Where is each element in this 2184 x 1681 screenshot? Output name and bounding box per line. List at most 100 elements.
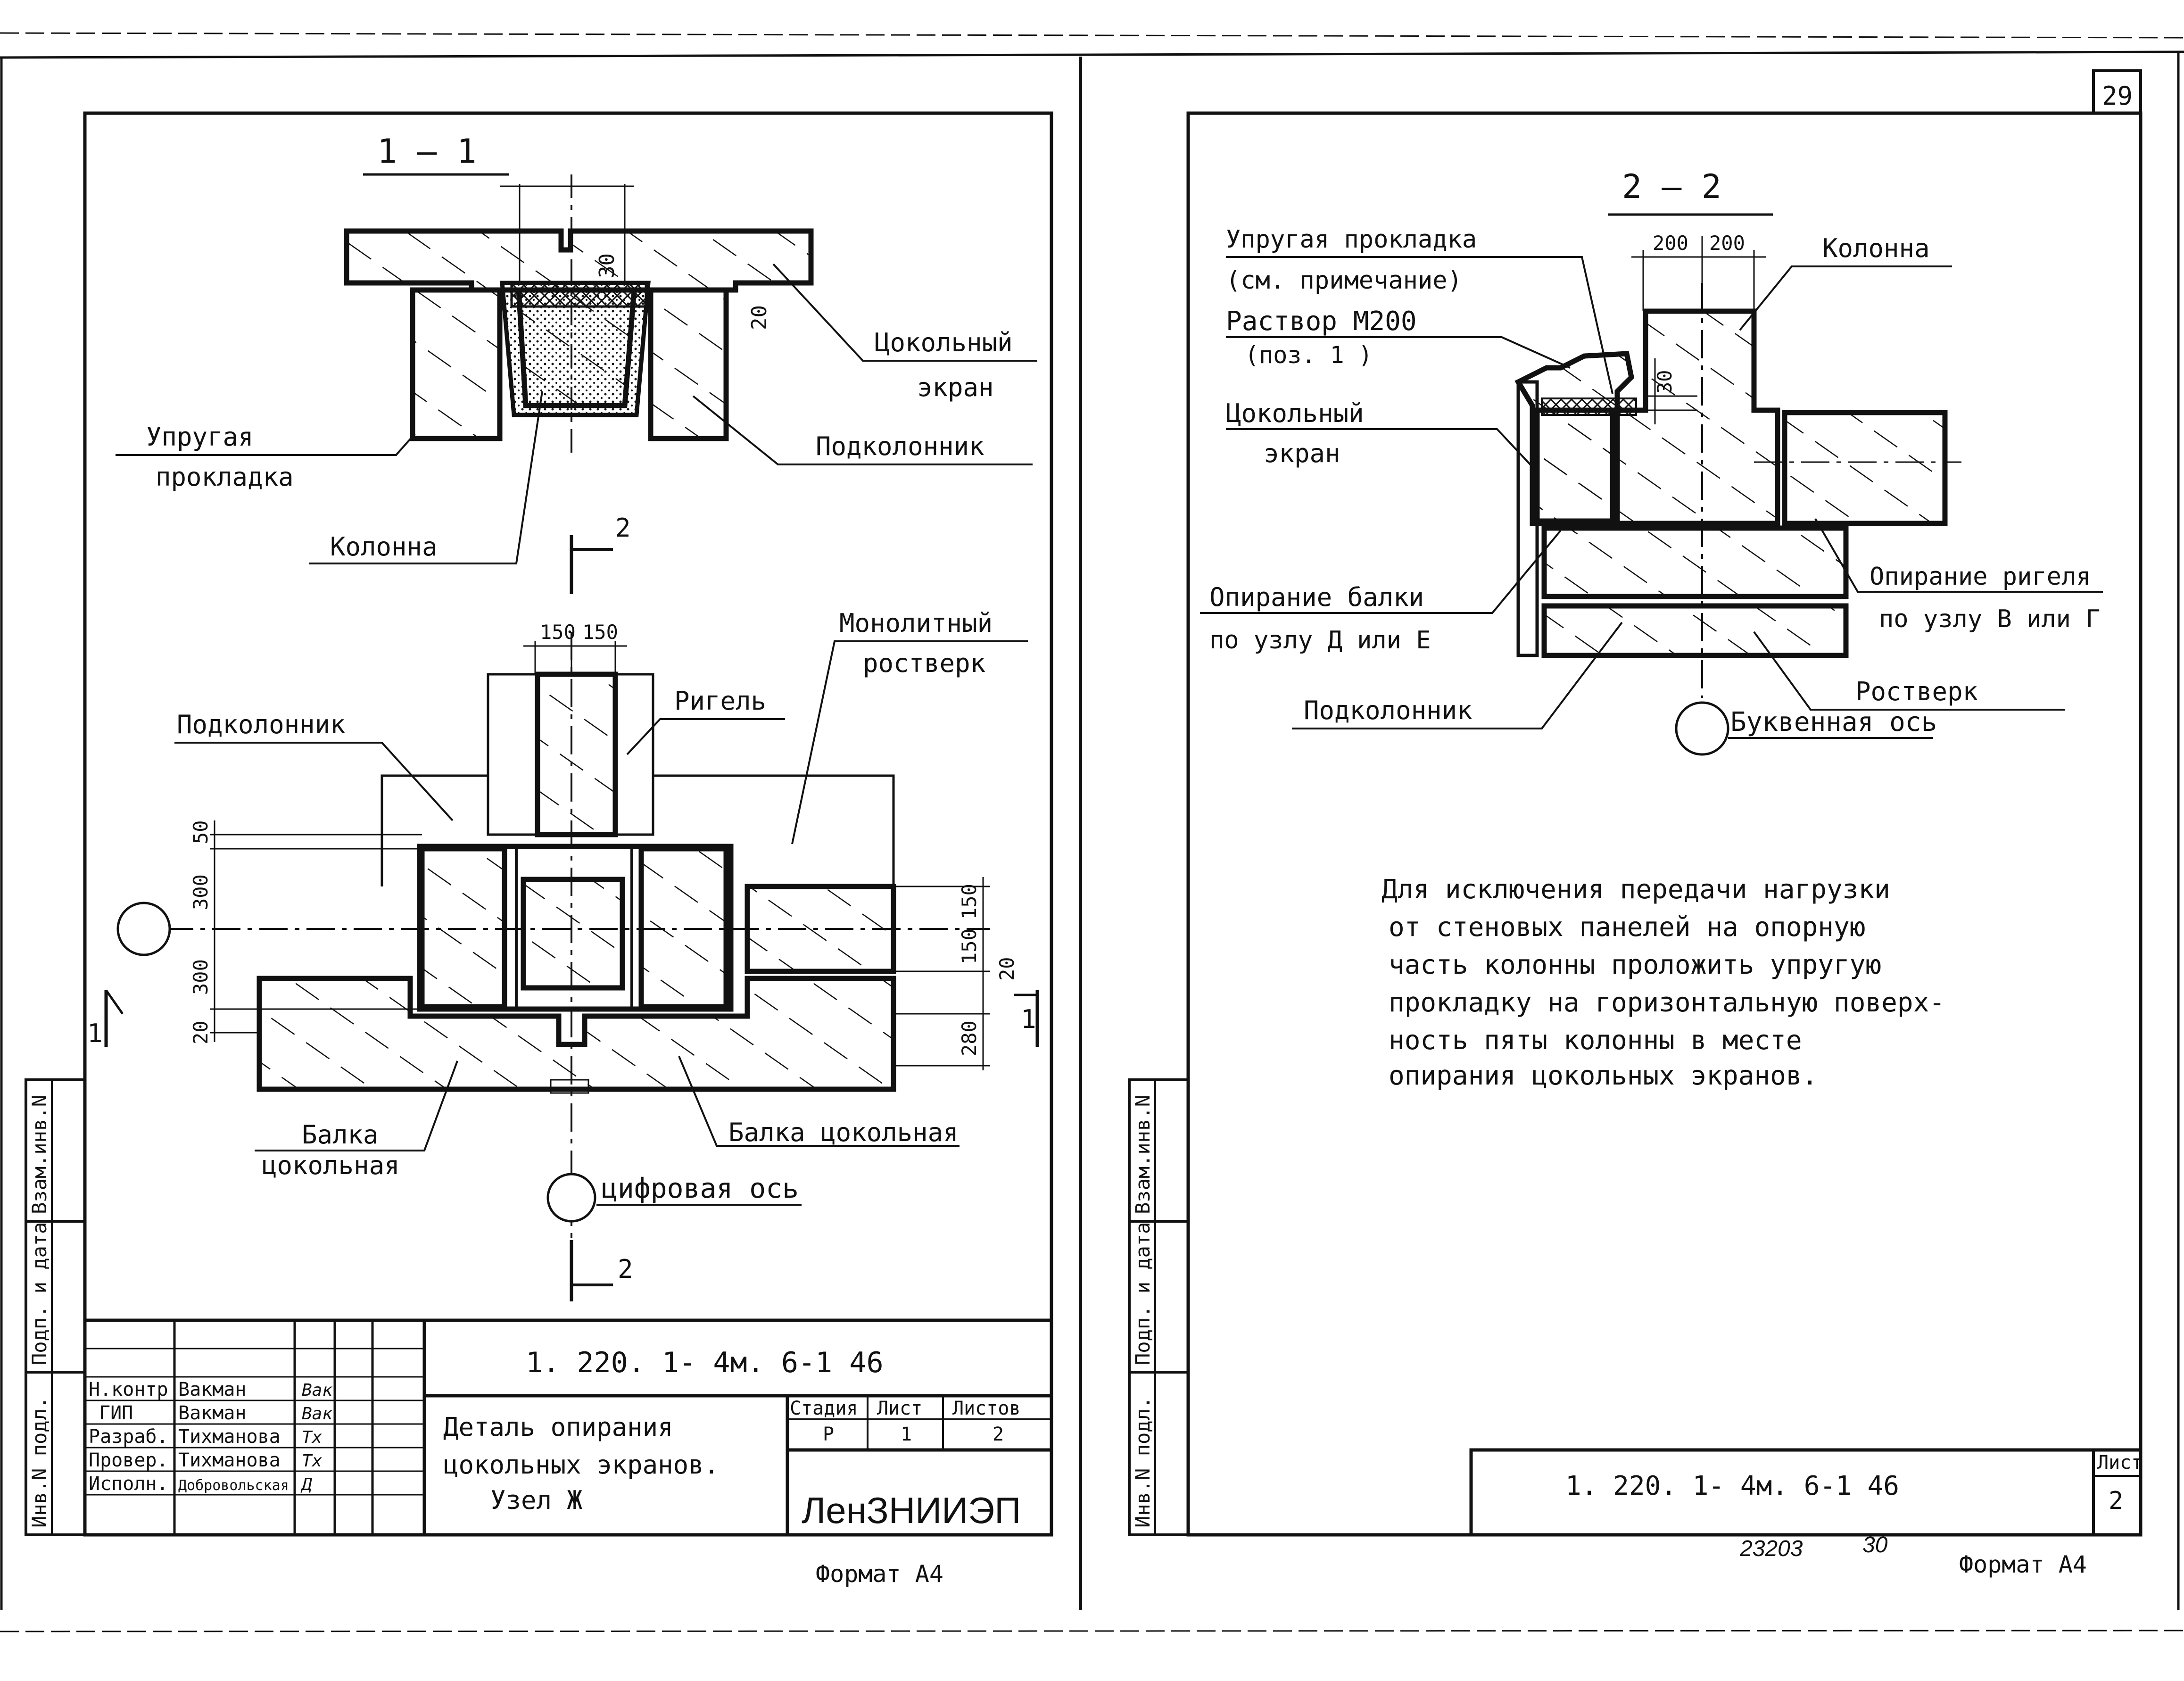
note-line-2: от стеновых панелей на опорную <box>1389 912 1865 943</box>
plan-dim-300b: 300 <box>189 959 212 995</box>
r-label-axis-letter: Буквенная ось <box>1730 707 1937 737</box>
label-rostverk-2: ростверк <box>863 648 985 678</box>
label-prokladka-2: прокладка <box>156 462 294 492</box>
note-line-5: ность пяты колонны в месте <box>1389 1025 1802 1056</box>
page-number-box <box>2092 69 2142 115</box>
sheet-top-line <box>0 50 2184 59</box>
cut-2-bottom: 2 <box>618 1254 633 1284</box>
left-stamp-podp: Подп. и дата <box>28 1222 51 1365</box>
section-2-dim-30: 30 <box>1653 370 1676 394</box>
plan-dim-50: 50 <box>189 820 212 844</box>
right-sheet: 29 Инв.N подл. Подп. и дата Взам.инв.N 2… <box>1128 69 2143 1578</box>
tb-name-0: Вакман <box>178 1379 247 1400</box>
tb-val-sheet: 1 <box>901 1424 912 1445</box>
r-label-oporanie-balki-1: Опирание балки <box>1209 582 1424 612</box>
note-line-1: Для исключения передачи нагрузки <box>1382 874 1890 905</box>
plan-dim-r280: 280 <box>958 1020 981 1056</box>
cut-1-left: 1 <box>87 1019 103 1048</box>
label-rostverk-1: Монолитный <box>839 608 993 638</box>
r-label-ekran-1: Цокольный <box>1226 398 1364 428</box>
plan-dim-r150a: 150 <box>958 884 981 919</box>
note-line-4: прокладку на горизонтальную поверх- <box>1389 987 1945 1018</box>
label-kolonna-1: Колонна <box>330 532 438 562</box>
section-2-ekran-outer <box>1516 380 1539 657</box>
tb-role-4: Исполн. <box>89 1473 168 1495</box>
right-stamp-vzam: Взам.инв.N <box>1131 1095 1154 1214</box>
tb-sign-3: Тх <box>302 1451 323 1471</box>
r-label-kolonna: Колонна <box>1822 233 1930 263</box>
section-2-dim-200a: 200 <box>1653 232 1688 255</box>
section-2-ekran <box>1534 407 1615 524</box>
plan-ekran-left <box>419 846 507 1010</box>
r-label-rostverk: Ростверк <box>1855 677 1978 706</box>
left-side-stamp <box>25 1078 86 1536</box>
tb-sign-1: Вак <box>302 1404 332 1424</box>
page-top-edge <box>0 32 2184 39</box>
section-2-rostverk <box>1541 603 1849 658</box>
title-block <box>83 1318 1053 1537</box>
tb-sign-2: Тх <box>302 1428 323 1447</box>
plan-rigel <box>535 671 618 837</box>
right-side-stamp <box>1128 1078 1190 1536</box>
right-code: 1. 220. 1- 4м. 6-1 46 <box>1565 1471 1899 1501</box>
tb-title-3: Узел Ж <box>490 1485 583 1515</box>
tb-name-4: Добровольская <box>178 1477 289 1494</box>
tb-val-sheets: 2 <box>993 1424 1004 1445</box>
r-label-ekran-2: экран <box>1264 439 1340 468</box>
section-1-podkolonnik-left <box>410 287 503 441</box>
right-title-strip <box>1469 1448 2143 1537</box>
note-line-6: опирания цокольных экранов. <box>1389 1060 1818 1091</box>
tb-col-sheets: Листов <box>952 1398 1021 1419</box>
tb-name-1: Вакман <box>178 1402 247 1424</box>
title-code: 1. 220. 1- 4м. 6-1 46 <box>526 1346 884 1379</box>
section-1-podkolonnik-right <box>648 287 729 441</box>
page-number: 29 <box>2102 81 2133 111</box>
tb-role-1: ГИП <box>99 1402 133 1424</box>
plan-ekran-right <box>638 846 729 1010</box>
r-label-podkolonnik: Подколонник <box>1304 696 1473 725</box>
label-plan-podkolonnik: Подколонник <box>177 710 346 739</box>
tb-sign-0: Вак <box>302 1381 332 1400</box>
tb-title-1: Деталь опирания <box>443 1412 673 1442</box>
plan-dim-20: 20 <box>189 1020 212 1044</box>
r-label-rastvor-2: (поз. 1 ) <box>1245 341 1373 369</box>
cut-1-right: 1 <box>1021 1004 1036 1034</box>
tb-name-2: Тихманова <box>178 1426 281 1448</box>
r-label-prokladka-1: Упругая прокладка <box>1226 225 1477 254</box>
tb-role-3: Провер. <box>89 1449 168 1471</box>
tb-title-2: цокольных экранов. <box>443 1450 719 1480</box>
r-label-prokladka-2: (см. примечание) <box>1226 266 1462 295</box>
plan-column <box>521 877 625 991</box>
plan-dim-150b: 150 <box>582 621 618 644</box>
tb-role-2: Разраб. <box>89 1426 168 1448</box>
label-rigel: Ригель <box>674 686 766 716</box>
section-2-title: 2 — 2 <box>1622 167 1721 206</box>
section-2-gasket <box>1541 397 1637 416</box>
left-stamp-vzam: Взам.инв.N <box>28 1095 51 1214</box>
plan-dim-r20: 20 <box>995 957 1018 981</box>
tb-val-stage: Р <box>823 1424 834 1445</box>
section-1-dim-30: 30 <box>595 253 619 278</box>
section-2-rigel <box>1782 410 1948 526</box>
label-prokladka-1: Упругая <box>146 422 254 452</box>
right-sheet-value: 2 <box>2109 1487 2123 1515</box>
plan-dim-300a: 300 <box>189 874 212 910</box>
left-format: Формат А4 <box>816 1560 943 1588</box>
section-2-column <box>1614 308 1780 526</box>
tb-role-0: Н.контр <box>89 1379 168 1400</box>
plan-dim-r150b: 150 <box>958 928 981 964</box>
tb-col-sheet: Лист <box>877 1398 922 1419</box>
right-stamp-podp: Подп. и дата <box>1131 1222 1154 1365</box>
note-line-3: часть колонны проложить упругую <box>1389 950 1881 980</box>
plan-dim-150a: 150 <box>540 621 576 644</box>
archive-number-1: 23203 <box>1739 1536 1803 1561</box>
r-label-oporanie-rigelya-2: по узлу В или Г <box>1879 605 2101 633</box>
section-1-dim-20: 20 <box>747 305 771 330</box>
section-1-slab <box>344 228 814 293</box>
label-balka-left-1: Балка <box>302 1120 379 1150</box>
tb-sign-4: Д <box>300 1475 313 1494</box>
label-ekran-2: экран <box>917 373 994 402</box>
plan-balka <box>256 976 896 1092</box>
label-axis-digit: цифровая ось <box>601 1172 799 1204</box>
